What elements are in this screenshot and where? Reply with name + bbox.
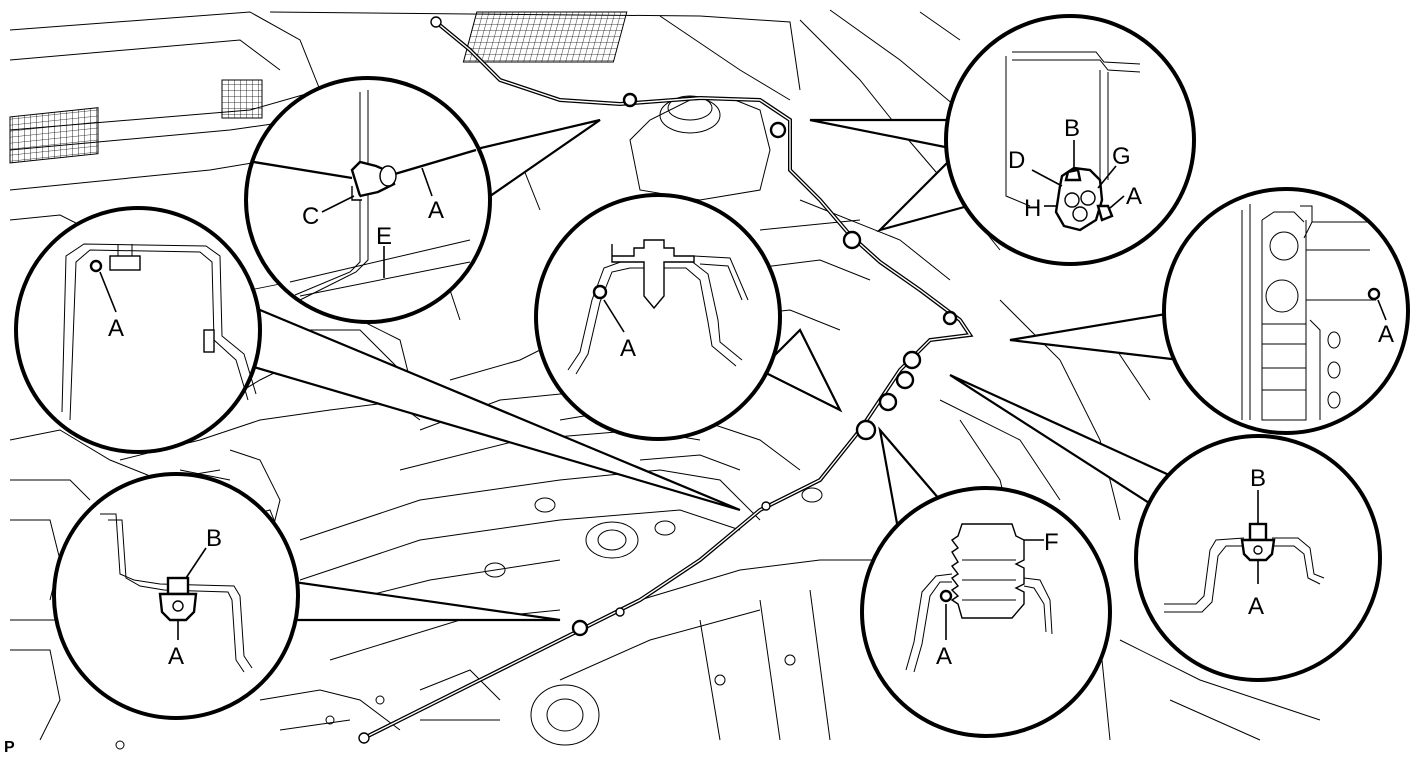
clip-a-left — [89, 259, 103, 273]
clamp-b-right — [1248, 522, 1268, 542]
clip-a-center — [592, 284, 608, 300]
label-a: A — [936, 643, 952, 670]
label-b: B — [206, 525, 222, 552]
label-a: A — [108, 315, 124, 342]
callout-connector-clamp: C A E — [244, 76, 492, 324]
label-a: A — [168, 643, 184, 670]
label-h: H — [1024, 195, 1041, 222]
label-a: A — [620, 335, 636, 362]
callout-bracket-panel: A — [1162, 187, 1410, 435]
clamp-b-left — [166, 576, 190, 596]
clip-center — [611, 239, 695, 310]
label-a: A — [1126, 183, 1142, 210]
wire-harness — [358, 16, 974, 744]
corner-mark: P — [4, 739, 15, 756]
callout-multi-clip: B D G A H — [944, 14, 1196, 266]
label-a: A — [1248, 593, 1264, 620]
callout-connector-block: F A — [860, 486, 1112, 738]
reservoir-tank — [629, 97, 771, 201]
cowl-grille-small — [221, 79, 263, 119]
clip-a-right — [1367, 287, 1381, 301]
callout-clamp-bracket-right: B A — [1134, 434, 1382, 682]
callout-clip-on-bracket: A — [534, 193, 782, 441]
horn — [530, 684, 600, 746]
cowl-grille-top — [462, 11, 628, 63]
clip-a-bottom — [939, 589, 953, 603]
label-b: B — [1250, 465, 1266, 492]
label-c: C — [302, 203, 319, 230]
label-b: B — [1064, 115, 1080, 142]
label-f: F — [1044, 529, 1059, 556]
label-a: A — [428, 197, 444, 224]
cowl-grille-left — [9, 107, 99, 164]
connector-f — [950, 523, 1025, 619]
callout-clamp-bracket-left: B A — [52, 472, 300, 720]
label-d: D — [1008, 147, 1025, 174]
label-a: A — [1378, 321, 1394, 348]
label-e: E — [376, 223, 392, 250]
callout-bracket-clip: A — [14, 206, 262, 454]
label-g: G — [1112, 143, 1131, 170]
